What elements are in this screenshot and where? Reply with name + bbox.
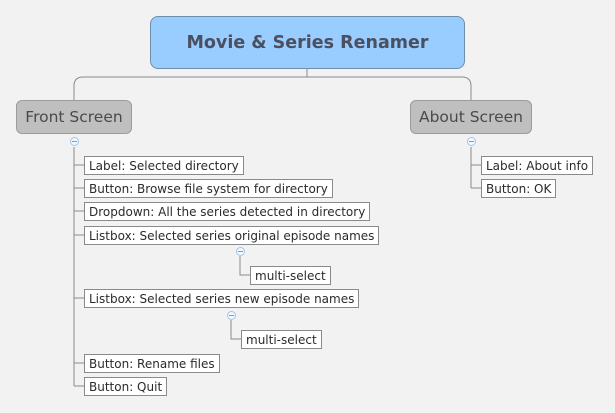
leaf-dropdown-series[interactable]: Dropdown: All the series detected in dir… [84,202,371,221]
front-ticks [74,164,84,387]
leaf-multi-select-new[interactable]: multi-select [241,330,322,349]
sub-connector-2 [230,320,241,340]
leaf-label-selected-directory[interactable]: Label: Selected directory [84,156,244,175]
leaf-label-about-info[interactable]: Label: About info [481,156,594,175]
leaf-button-quit[interactable]: Button: Quit [84,377,168,396]
leaf-button-ok[interactable]: Button: OK [481,179,557,198]
about-ticks [471,164,481,189]
about-screen-collapse-icon[interactable] [467,137,476,146]
listbox-original-collapse-icon[interactable] [236,247,245,256]
front-screen-collapse-icon[interactable] [70,137,79,146]
root-connector [73,69,472,100]
leaf-button-rename-files[interactable]: Button: Rename files [84,354,220,373]
front-screen-node[interactable]: Front Screen [16,100,132,134]
leaf-multi-select-original[interactable]: multi-select [250,266,331,285]
leaf-listbox-new-names[interactable]: Listbox: Selected series new episode nam… [84,289,360,308]
root-node[interactable]: Movie & Series Renamer [150,16,465,69]
listbox-new-collapse-icon[interactable] [227,311,236,320]
sub-connector-1 [239,256,250,276]
leaf-listbox-original-names[interactable]: Listbox: Selected series original episod… [84,226,380,245]
leaf-button-browse[interactable]: Button: Browse file system for directory [84,179,333,198]
about-screen-node[interactable]: About Screen [410,100,532,134]
